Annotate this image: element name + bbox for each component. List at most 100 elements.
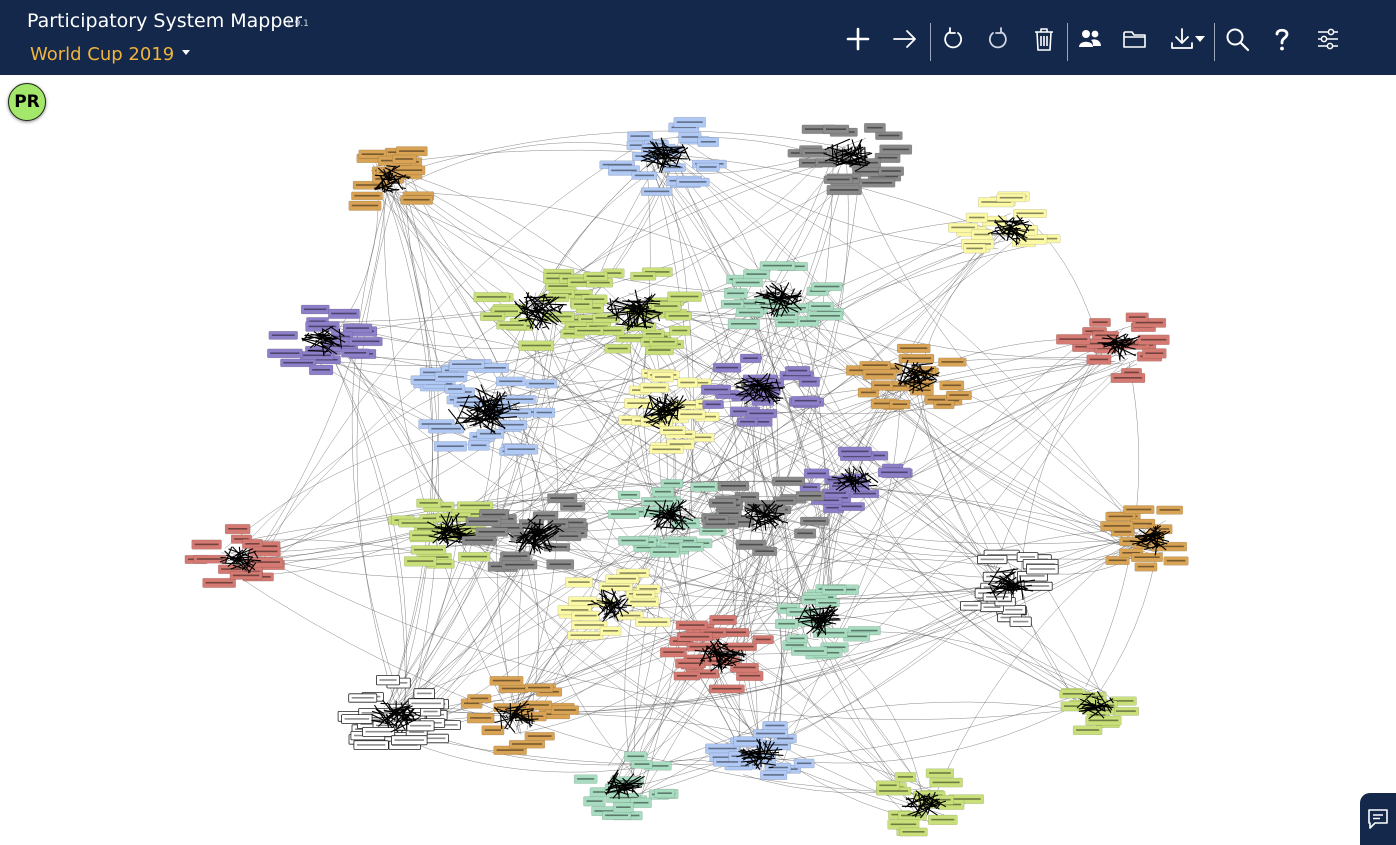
- map-node[interactable]: [651, 372, 674, 383]
- map-node[interactable]: [465, 516, 502, 527]
- map-node[interactable]: [475, 527, 509, 537]
- map-node[interactable]: [823, 175, 853, 184]
- map-node[interactable]: [677, 377, 698, 388]
- map-node[interactable]: [740, 353, 762, 364]
- map-node[interactable]: [605, 574, 640, 584]
- map-node[interactable]: [467, 440, 490, 451]
- map-node[interactable]: [617, 490, 641, 500]
- map-node[interactable]: [348, 200, 382, 211]
- map-node[interactable]: [1134, 562, 1158, 572]
- map-node[interactable]: [752, 729, 789, 739]
- map-node[interactable]: [1100, 521, 1134, 532]
- map-node[interactable]: [735, 539, 767, 550]
- map-node[interactable]: [815, 598, 840, 608]
- map-node[interactable]: [1123, 505, 1155, 515]
- map-node[interactable]: [328, 308, 360, 319]
- map-node[interactable]: [1086, 354, 1112, 365]
- map-node[interactable]: [697, 137, 719, 147]
- map-node[interactable]: [822, 124, 850, 135]
- map-node[interactable]: [977, 554, 1008, 565]
- map-node[interactable]: [560, 502, 586, 511]
- map-node[interactable]: [702, 400, 724, 409]
- map-node[interactable]: [467, 694, 492, 703]
- map-node[interactable]: [616, 611, 644, 621]
- map-node[interactable]: [416, 498, 442, 508]
- map-node[interactable]: [434, 372, 468, 382]
- map-node[interactable]: [798, 376, 820, 387]
- map-node[interactable]: [456, 501, 494, 510]
- map-node[interactable]: [202, 578, 236, 588]
- map-node[interactable]: [1009, 616, 1032, 627]
- map-node[interactable]: [877, 467, 911, 478]
- delete-button[interactable]: [1027, 22, 1061, 56]
- map-node[interactable]: [599, 626, 622, 636]
- map-node[interactable]: [667, 291, 702, 302]
- map-node[interactable]: [1137, 334, 1170, 345]
- map-node[interactable]: [631, 760, 653, 769]
- map-node[interactable]: [960, 601, 982, 611]
- map-node[interactable]: [864, 123, 886, 133]
- map-node[interactable]: [571, 610, 600, 621]
- map-node[interactable]: [565, 577, 593, 588]
- map-node[interactable]: [574, 326, 604, 336]
- map-node[interactable]: [772, 496, 797, 506]
- map-node[interactable]: [1105, 556, 1130, 565]
- map-node[interactable]: [800, 516, 829, 526]
- map-node[interactable]: [925, 768, 954, 778]
- map-node[interactable]: [502, 395, 537, 404]
- map-node[interactable]: [348, 337, 383, 347]
- map-node[interactable]: [533, 407, 556, 418]
- map-node[interactable]: [665, 311, 693, 321]
- map-node[interactable]: [730, 662, 759, 673]
- map-node[interactable]: [876, 780, 900, 791]
- map-node[interactable]: [811, 282, 843, 292]
- map-node[interactable]: [939, 380, 965, 391]
- map-node[interactable]: [525, 379, 558, 389]
- map-node[interactable]: [229, 571, 263, 580]
- map-node[interactable]: [341, 348, 370, 358]
- map-node[interactable]: [1026, 563, 1059, 575]
- map-node[interactable]: [409, 530, 439, 541]
- map-node[interactable]: [604, 344, 631, 354]
- map-node[interactable]: [929, 777, 963, 788]
- map-node[interactable]: [677, 632, 713, 642]
- map-node[interactable]: [971, 229, 993, 240]
- map-node[interactable]: [791, 396, 821, 406]
- map-node[interactable]: [353, 740, 389, 750]
- map-node[interactable]: [504, 444, 539, 455]
- map-node[interactable]: [1060, 701, 1083, 712]
- map-node[interactable]: [524, 683, 554, 693]
- map-node[interactable]: [546, 559, 575, 570]
- map-node[interactable]: [630, 271, 657, 281]
- map-node[interactable]: [759, 261, 796, 271]
- map-node[interactable]: [524, 732, 555, 741]
- map-node[interactable]: [390, 735, 428, 746]
- map-node[interactable]: [433, 441, 467, 452]
- map-node[interactable]: [791, 646, 828, 656]
- map-node[interactable]: [458, 552, 491, 562]
- map-node[interactable]: [838, 502, 865, 511]
- map-node[interactable]: [1013, 209, 1047, 218]
- map-node[interactable]: [448, 359, 485, 369]
- map-node[interactable]: [651, 487, 675, 497]
- map-node[interactable]: [496, 321, 527, 330]
- map-node[interactable]: [280, 358, 317, 368]
- map-node[interactable]: [618, 536, 649, 546]
- map-node[interactable]: [631, 171, 658, 180]
- map-node[interactable]: [1072, 725, 1103, 735]
- map-node[interactable]: [803, 468, 830, 479]
- map-node[interactable]: [400, 195, 433, 205]
- map-node[interactable]: [1110, 373, 1146, 383]
- map-node[interactable]: [640, 187, 673, 196]
- map-node[interactable]: [1142, 348, 1167, 359]
- map-node[interactable]: [583, 796, 606, 807]
- map-node[interactable]: [690, 482, 718, 492]
- map-node[interactable]: [794, 528, 817, 539]
- map-node[interactable]: [1092, 331, 1119, 340]
- network-canvas[interactable]: [0, 75, 1396, 845]
- map-node[interactable]: [268, 331, 298, 340]
- map-node[interactable]: [760, 770, 788, 781]
- map-node[interactable]: [889, 399, 911, 410]
- map-node[interactable]: [838, 446, 872, 457]
- map-node[interactable]: [701, 384, 732, 395]
